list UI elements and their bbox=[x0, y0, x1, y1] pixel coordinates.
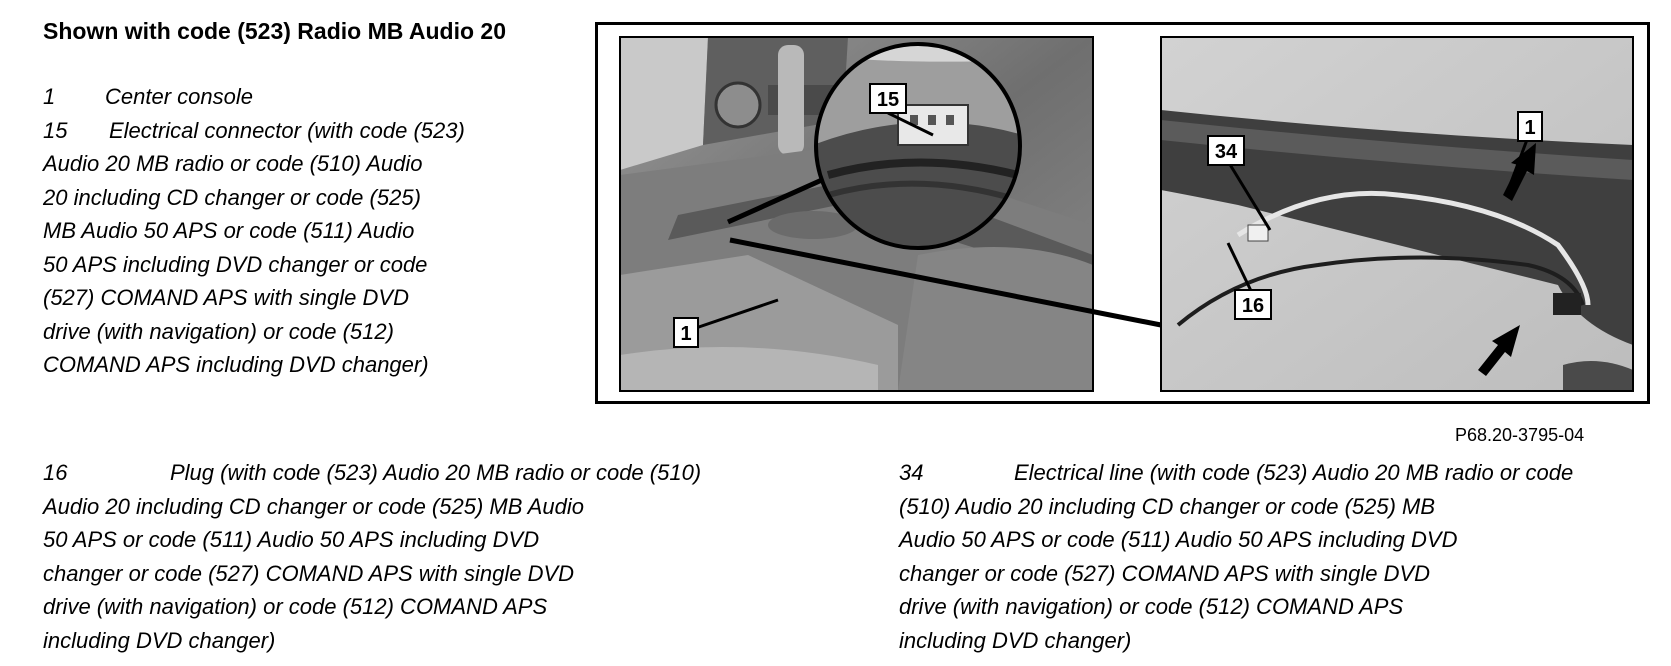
figure-caption: P68.20-3795-04 bbox=[1455, 425, 1585, 445]
callout-box bbox=[1234, 289, 1272, 320]
legend-text-line: Audio 20 including CD changer or code (5… bbox=[43, 493, 584, 519]
legend-text-line: COMAND APS including DVD changer) bbox=[43, 352, 429, 377]
callout-label: 34 bbox=[1215, 141, 1238, 163]
figure-illustration: 15 1 34 16 1 bbox=[619, 36, 1634, 392]
legend-item-34: 34 Electrical line (with code (523) Audio… bbox=[899, 456, 1659, 657]
legend-text-line: (510) Audio 20 including CD changer or c… bbox=[899, 493, 1436, 519]
callout-label: 16 bbox=[1242, 295, 1264, 317]
legend-text-line: Audio 20 MB radio or code (510) Audio bbox=[43, 151, 423, 176]
legend-item-15: 15 Electrical connector (with code (523) bbox=[43, 114, 563, 148]
leader-line bbox=[729, 237, 1162, 328]
legend-number: 15 bbox=[43, 117, 68, 143]
legend-number: 16 bbox=[43, 460, 68, 485]
legend-text-line: Electrical connector (with code (523) bbox=[109, 117, 465, 143]
arrow-icon bbox=[1478, 325, 1520, 376]
legend-number: 1 bbox=[43, 84, 56, 109]
legend-text-line: 20 including CD changer or code (525) bbox=[43, 184, 421, 210]
legend-item-1: 1 Center console bbox=[43, 80, 563, 114]
legend-text-line: drive (with navigation) or code (512) bbox=[43, 318, 394, 344]
legend-text-line: drive (with navigation) or code (512) CO… bbox=[43, 594, 548, 619]
callout-box bbox=[673, 317, 699, 348]
page-title: Shown with code (523) Radio MB Audio 20 bbox=[43, 18, 507, 44]
magnified-connector bbox=[816, 44, 1020, 248]
legend-top: 1 Center console 15 Electrical connector (… bbox=[43, 80, 563, 382]
leader-line bbox=[726, 172, 835, 225]
legend-text: Center console bbox=[105, 84, 253, 109]
callout-label: 1 bbox=[680, 323, 691, 345]
connector-detail-photo bbox=[1161, 37, 1633, 391]
legend-text-line: 50 APS or code (511) Audio 50 APS includ… bbox=[43, 527, 540, 552]
legend-text-line: changer or code (527) COMAND APS with si… bbox=[899, 560, 1431, 586]
callout-label: 15 bbox=[877, 89, 899, 111]
callout-box bbox=[869, 83, 907, 114]
legend-text-line: (527) COMAND APS with single DVD bbox=[43, 285, 409, 310]
legend-text-line: Electrical line (with code (523) Audio 2… bbox=[1014, 460, 1574, 485]
legend-item-16: 16 Plug (with code (523) Audio 20 MB radi… bbox=[43, 456, 803, 657]
technical-figure: 15 1 34 16 1 bbox=[595, 22, 1650, 404]
callout-box bbox=[1207, 135, 1245, 166]
legend-text-line: changer or code (527) COMAND APS with si… bbox=[43, 560, 575, 586]
legend-text-line: Audio 50 APS or code (511) Audio 50 APS … bbox=[899, 527, 1458, 552]
legend-text-line: drive (with navigation) or code (512) CO… bbox=[899, 594, 1404, 619]
legend-text-line: Plug (with code (523) Audio 20 MB radio … bbox=[170, 460, 702, 485]
legend-text-line: including DVD changer) bbox=[43, 627, 276, 653]
legend-text-line: 50 APS including DVD changer or code bbox=[43, 251, 428, 277]
arrow-icon bbox=[1503, 143, 1536, 201]
callout-label: 1 bbox=[1524, 117, 1535, 139]
legend-text-line: MB Audio 50 APS or code (511) Audio bbox=[43, 218, 415, 243]
legend-text-line: including DVD changer) bbox=[899, 627, 1132, 653]
callout-box bbox=[1517, 111, 1543, 142]
legend-number: 34 bbox=[899, 460, 924, 485]
